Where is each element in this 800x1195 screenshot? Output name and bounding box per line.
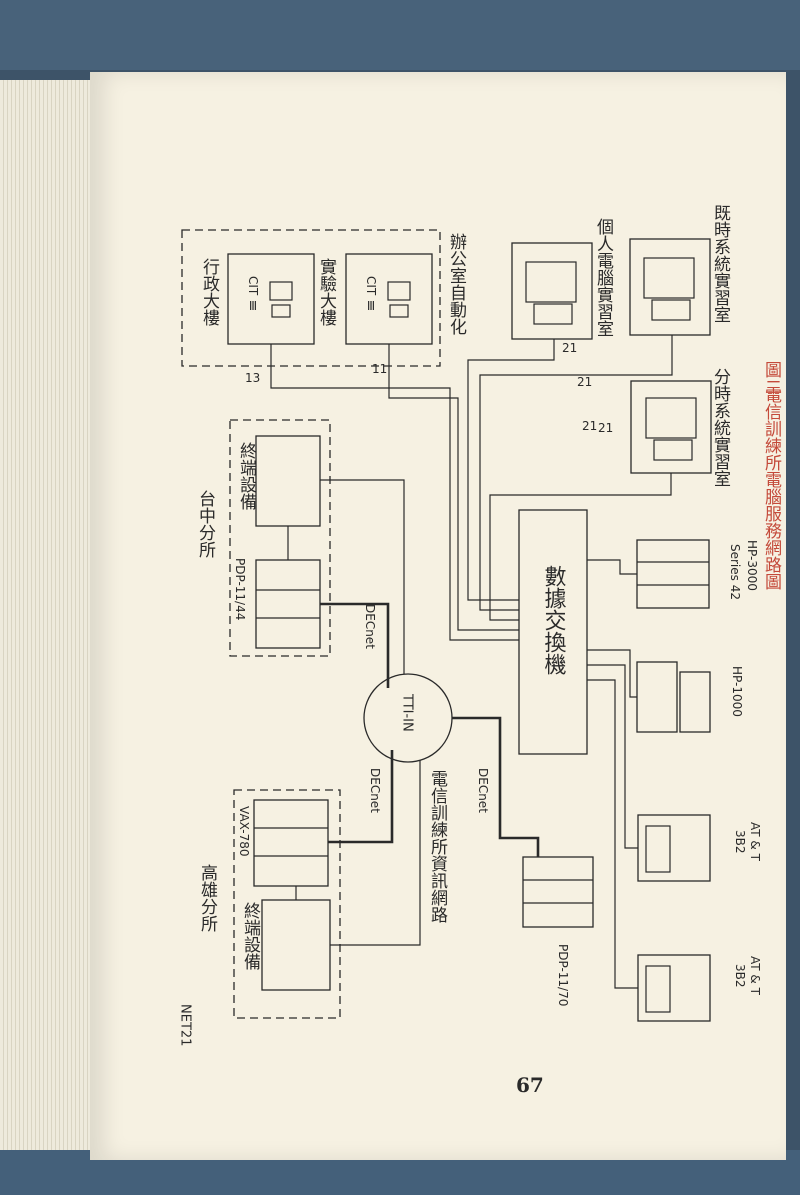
- hp1000-box: [636, 661, 678, 733]
- kaohsiung-terminal-label: 終端設備: [240, 902, 261, 971]
- instant-lab-label: 既時系統實習室: [710, 204, 731, 323]
- page-stack-edge: [0, 80, 100, 1165]
- line-label: 13: [245, 371, 260, 385]
- kaohsiung-label: 高雄分所: [197, 864, 218, 932]
- keyboard-icon: [653, 439, 693, 461]
- data-switch-box: [518, 509, 588, 755]
- computer-icon: [645, 825, 671, 873]
- figure-label: 圖二: [761, 361, 782, 395]
- diagram-title: 電信訓練所電腦服務網路圖: [761, 386, 782, 590]
- cit-lab-label: CIT Ⅲ: [364, 276, 378, 313]
- line-label: 21: [598, 421, 613, 435]
- pdp-1170-box: [522, 856, 594, 928]
- ttin-label: TTI-IN: [400, 693, 415, 732]
- line-label: 21: [582, 419, 597, 433]
- office-automation-group: [181, 229, 441, 367]
- figure-code: NET21: [178, 1004, 193, 1046]
- pdp-1144-label: PDP-11/44: [233, 558, 247, 620]
- keyboard-icon: [651, 299, 691, 321]
- taichung-terminal-box: [255, 435, 321, 527]
- instant-lab-box: [629, 238, 711, 336]
- lab-building-box: [345, 253, 433, 345]
- taichung-group: [229, 419, 331, 657]
- line-label: 11: [372, 362, 387, 376]
- computer-icon: [525, 261, 577, 303]
- pdp-1170-label: PDP-11/70: [556, 944, 570, 1006]
- pc-lab-box: [511, 242, 593, 340]
- line-label: 21: [562, 341, 577, 355]
- connection-lines: [270, 335, 673, 989]
- kaohsiung-group: [233, 789, 341, 1019]
- cit-admin-label: CIT Ⅲ: [246, 276, 260, 313]
- taichung-terminal-label: 終端設備: [236, 442, 257, 511]
- keyboard-icon: [533, 303, 573, 325]
- vax-box: [253, 799, 329, 887]
- hp1000-cabinet: [679, 671, 711, 733]
- office-automation-label: 辦公室自動化: [446, 233, 467, 335]
- page-number: 67: [516, 1073, 544, 1097]
- timeshare-lab-label: 分時系統實習室: [710, 368, 731, 487]
- att-3b2-box-1: [637, 814, 711, 882]
- computer-icon: [643, 257, 695, 299]
- admin-building-box: [227, 253, 315, 345]
- hp3000-label: HP-3000: [745, 540, 759, 591]
- pdp-1144-box: [255, 559, 321, 649]
- pc-lab-label: 個人電腦實習室: [593, 218, 614, 337]
- att-label: AT & T: [748, 822, 762, 862]
- decnet-label: DECnet: [368, 768, 382, 813]
- computer-icon: [645, 965, 671, 1013]
- line-label: 21: [577, 375, 592, 389]
- taichung-label: 台中分所: [195, 490, 216, 558]
- lab-building-label: 實驗大樓: [316, 258, 337, 326]
- admin-building-label: 行政大樓: [199, 258, 220, 326]
- network-caption: 電信訓練所資訊網路: [427, 770, 448, 923]
- terminal-icon: [387, 281, 411, 318]
- data-switch-label: 數據交換機: [541, 565, 567, 675]
- computer-icon: [645, 397, 697, 439]
- hp1000-label: HP-1000: [730, 666, 744, 717]
- book-cover-top: [0, 0, 800, 70]
- kaohsiung-terminal-box: [261, 899, 331, 991]
- vax-label: VAX-780: [237, 806, 251, 857]
- decnet-label: DECnet: [476, 768, 490, 813]
- timeshare-lab-box: [630, 380, 712, 474]
- hp3000-series-label: Series 42: [728, 544, 742, 600]
- att-label: AT & T: [748, 956, 762, 996]
- hp3000-box: [636, 539, 710, 609]
- att-model-label: 3B2: [733, 964, 747, 988]
- terminal-icon: [269, 281, 293, 318]
- att-model-label: 3B2: [733, 830, 747, 854]
- att-3b2-box-2: [637, 954, 711, 1022]
- decnet-label: DECnet: [363, 604, 377, 649]
